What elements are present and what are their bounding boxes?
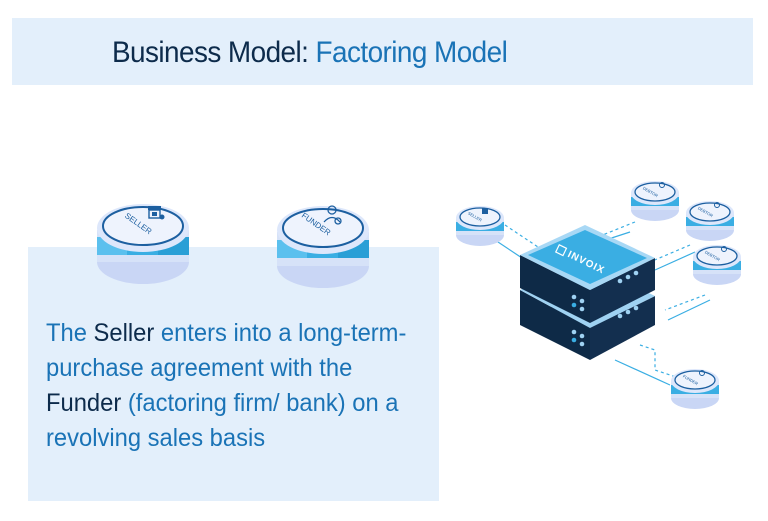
seller-disk: SELLER <box>97 204 189 284</box>
desc-part1: The <box>46 319 94 347</box>
invoix-network-diagram: INVOIX SELLER DEBTOR DEBTOR DEB <box>456 181 741 409</box>
desc-seller: Seller <box>93 319 155 347</box>
desc-part2: enters into a long-term-purchase agreeme… <box>46 319 407 382</box>
node-debtor-1: DEBTOR <box>631 181 679 221</box>
desc-funder: Funder <box>46 389 122 417</box>
node-debtor-3: DEBTOR <box>693 245 741 285</box>
node-seller: SELLER <box>456 206 504 246</box>
desc-part3: (factoring firm/ bank) on a revolving sa… <box>46 389 399 452</box>
funder-disk: FUNDER <box>277 205 369 288</box>
page-title: Business Model: Factoring Model <box>112 36 508 70</box>
person-invoice-icon <box>659 182 665 188</box>
server-led-lights <box>571 270 639 347</box>
store-icon <box>482 208 488 214</box>
description-text: The Seller enters into a long-term-purch… <box>46 316 417 456</box>
node-funder: FUNDER <box>671 369 719 409</box>
title-suffix: Factoring Model <box>315 36 508 69</box>
node-debtor-2: DEBTOR <box>686 201 734 241</box>
title-banner <box>12 18 753 85</box>
person-money-icon <box>323 205 342 225</box>
title-prefix: Business Model: <box>112 36 309 69</box>
person-invoice-icon <box>714 202 720 208</box>
store-icon <box>148 206 165 220</box>
description-panel <box>28 247 439 501</box>
invoix-server-stack: INVOIX <box>520 225 655 360</box>
invoix-logo-icon <box>554 244 568 257</box>
person-invoice-icon <box>721 246 727 252</box>
connector-lines <box>494 221 711 386</box>
person-money-icon <box>699 370 705 376</box>
